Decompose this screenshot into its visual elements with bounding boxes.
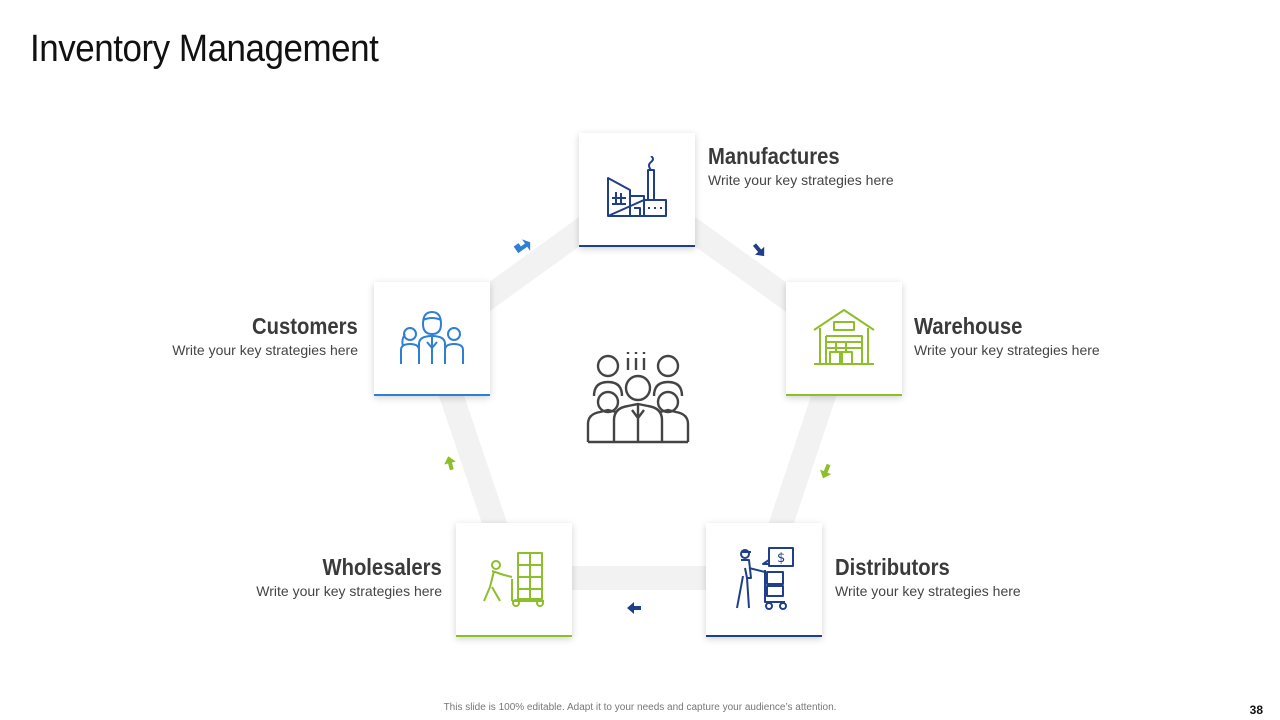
customers-card[interactable] bbox=[374, 282, 490, 396]
arrow-down-left-icon bbox=[820, 463, 832, 479]
warehouse-card[interactable] bbox=[786, 282, 902, 396]
factory-icon bbox=[607, 156, 667, 217]
customers-label: Customers Write your key strategies here bbox=[172, 313, 358, 358]
arrow-up-right-icon bbox=[513, 239, 531, 254]
team-group-icon bbox=[586, 352, 690, 444]
distributors-card[interactable]: $ bbox=[706, 523, 822, 637]
warehouse-heading: Warehouse bbox=[914, 313, 1023, 339]
customers-group-icon bbox=[400, 311, 464, 364]
wholesalers-card[interactable] bbox=[456, 523, 572, 637]
arrow-left-icon bbox=[627, 602, 641, 614]
page-number: 38 bbox=[1249, 703, 1263, 717]
footer-note: This slide is 100% editable. Adapt it to… bbox=[443, 702, 837, 713]
customers-text: Write your key strategies here bbox=[172, 342, 358, 358]
svg-text:$: $ bbox=[777, 551, 785, 566]
wholesalers-heading: Wholesalers bbox=[322, 554, 442, 580]
warehouse-icon bbox=[813, 309, 875, 365]
distributors-heading: Distributors bbox=[835, 554, 950, 580]
manufactures-card[interactable] bbox=[579, 133, 695, 247]
customers-heading: Customers bbox=[252, 313, 358, 339]
arrow-down-right-icon bbox=[752, 243, 765, 257]
manufactures-label: Manufactures Write your key strategies h… bbox=[708, 143, 894, 188]
wholesalers-label: Wholesalers Write your key strategies he… bbox=[256, 554, 442, 599]
distributors-text: Write your key strategies here bbox=[835, 583, 1021, 599]
wholesalers-text: Write your key strategies here bbox=[256, 583, 442, 599]
manufactures-heading: Manufactures bbox=[708, 143, 840, 169]
delivery-person-icon: $ bbox=[736, 547, 794, 610]
warehouse-label: Warehouse Write your key strategies here bbox=[914, 313, 1100, 358]
warehouse-text: Write your key strategies here bbox=[914, 342, 1100, 358]
page-title: Inventory Management bbox=[30, 28, 379, 70]
arrow-up-icon bbox=[444, 456, 456, 471]
forklift-worker-icon bbox=[483, 552, 544, 607]
distributors-label: Distributors Write your key strategies h… bbox=[835, 554, 1021, 599]
manufactures-text: Write your key strategies here bbox=[708, 172, 894, 188]
